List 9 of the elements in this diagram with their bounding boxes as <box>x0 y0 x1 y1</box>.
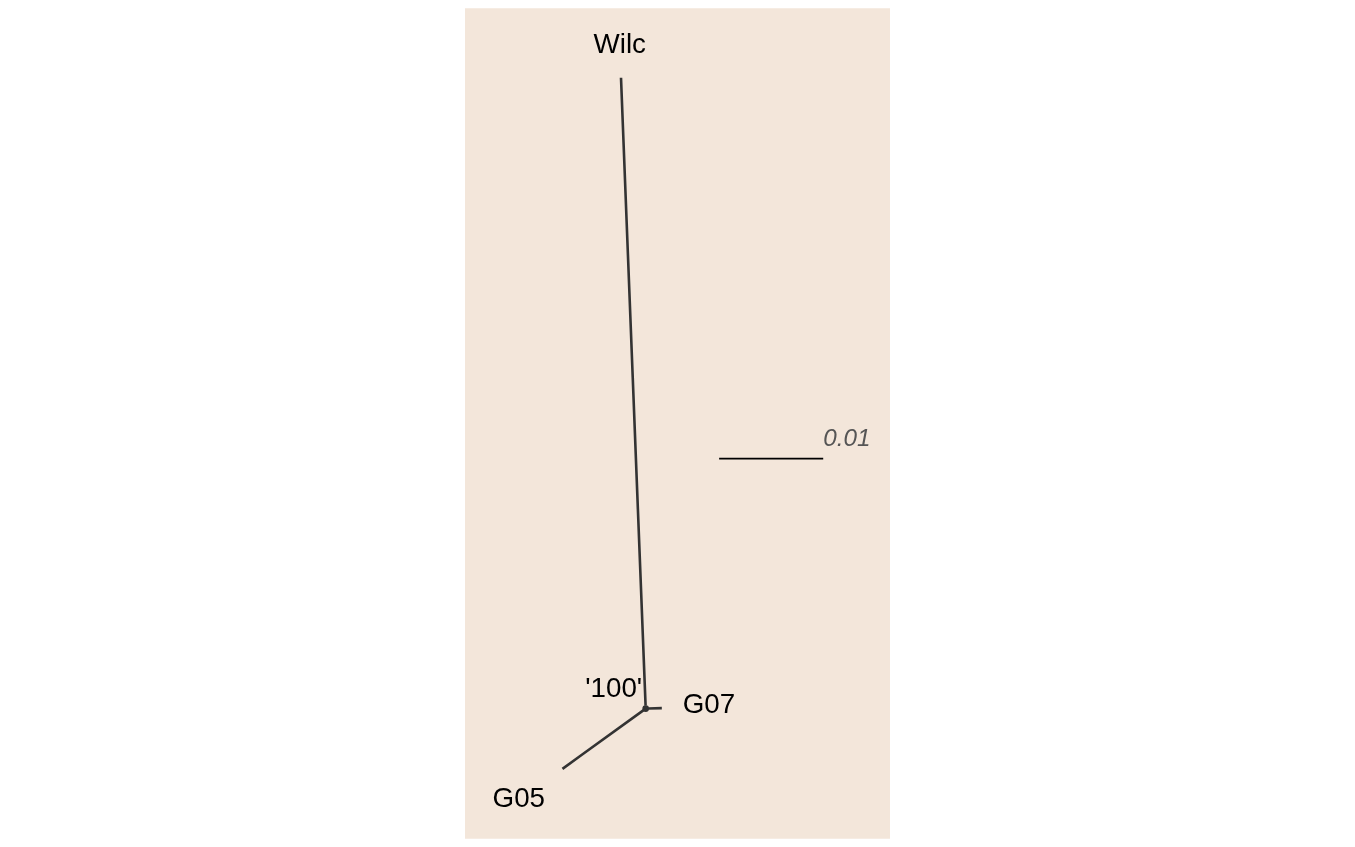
node-text: G05 <box>492 782 545 814</box>
label: 0.01 <box>823 424 871 452</box>
connector <box>648 706 662 710</box>
node-text: G07 <box>682 688 736 720</box>
connector <box>561 709 645 770</box>
node-text: Wilc <box>593 28 646 60</box>
node-point <box>642 705 650 712</box>
connector <box>619 77 647 706</box>
node-label: '100' <box>585 672 643 704</box>
